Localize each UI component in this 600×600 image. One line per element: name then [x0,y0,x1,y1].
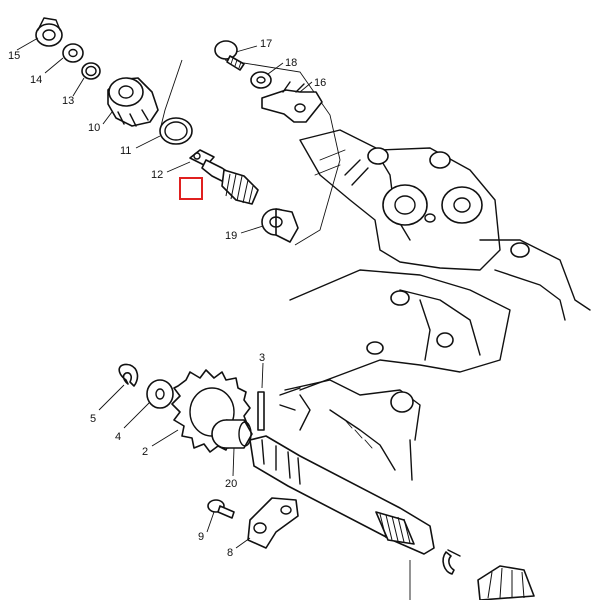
callout-18: 18 [285,57,297,69]
callout-14: 14 [30,74,42,86]
part-8-plate [247,497,299,549]
callout-13: 13 [62,95,74,107]
part-16-bracket [261,81,323,123]
part-lower-gear [477,565,535,600]
callout-8: 8 [227,547,233,559]
callout-5: 5 [90,413,96,425]
callout-16: 16 [314,77,326,89]
part-13-oring [81,62,101,80]
callout-19: 19 [225,230,237,242]
part-11-oring [159,117,193,145]
frame-rail [279,269,511,481]
part-18-washer [250,71,272,89]
part-20-kick-shaft [249,435,435,555]
part-17-bolt [214,40,245,71]
callout-15: 15 [8,50,20,62]
part-4-washer [146,379,174,409]
part-12-pinion-gear [189,149,259,205]
callout-10: 10 [88,122,100,134]
part-lower-circlip [442,549,461,575]
highlight-box [179,177,203,200]
assembly-leader [159,59,341,246]
callout-4: 4 [115,431,121,443]
callout-12: 12 [151,169,163,181]
callout-20: 20 [225,478,237,490]
part-19-bushing [261,208,299,243]
callout-11: 11 [120,145,131,157]
part-15-cap [35,17,63,47]
part-5-circlip [118,363,139,387]
part-9-bolt [207,499,235,519]
callout-2: 2 [142,446,148,458]
part-14-washer [62,43,84,63]
part-2-kick-gear [171,369,253,453]
callout-3: 3 [259,352,265,364]
callout-17: 17 [260,38,272,50]
part-3-pin [257,391,265,431]
part-10-sleeve [107,77,159,127]
callout-9: 9 [198,531,204,543]
gearbox-housing [299,129,591,321]
callout-leaders [16,37,313,549]
